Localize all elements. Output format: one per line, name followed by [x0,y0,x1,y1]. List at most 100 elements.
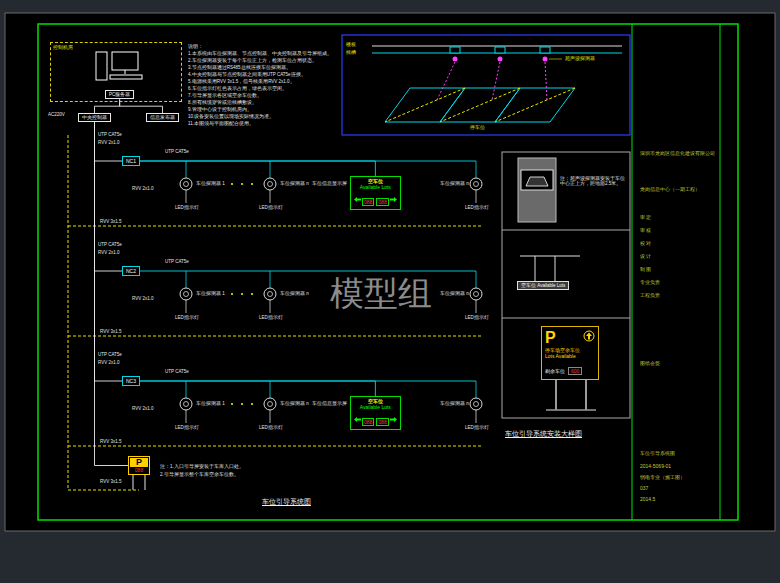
detector-core [184,292,189,297]
indicator-stem [186,190,187,203]
title-block-text: 龙岗信息中心（一期工程） [640,186,700,192]
bus-cable [136,271,476,272]
cable-connector [140,381,375,396]
detector-symbol [264,398,276,410]
title-block-text: 校 对 [640,240,651,246]
plan-label: 楼板 [346,42,356,47]
power-cable [68,446,482,447]
concrete-section [518,158,556,222]
row-wiring [68,381,482,446]
leader-line [549,59,562,60]
title-block-text: 制 图 [640,266,651,272]
node-text: 空车位 [354,398,397,404]
arrow-left [354,417,361,422]
node-controller: NC3 [122,376,140,386]
drawing-caption: 车位引导系统图 [262,498,311,506]
drop-cable [186,271,187,288]
ellipsis-dot [251,183,253,185]
detection-beam [437,62,455,100]
node-text: 剩余车位 [545,369,565,374]
design-note: 6.车位指示灯红色表示占用，绿色表示空闲。 [188,86,287,91]
drop-cable [476,381,477,398]
drawing-caption: 车位引导系统安装大样图 [505,430,582,438]
node-text: P [545,330,556,346]
arrow-right [390,417,397,422]
title-block-text: 设 计 [640,253,651,259]
wire-label: 车位探测器 n [280,401,309,406]
sheet [5,13,775,531]
ellipsis-dot [241,183,243,185]
indicator-stem [476,410,477,423]
design-note: 10.设备安装位置以现场实际情况为准。 [188,114,274,119]
node-text: 停车场空余车位 [545,347,595,353]
cable-connector [95,122,123,161]
wire-label: UTP CAT5e [98,132,122,137]
detector-symbol [540,47,550,53]
ellipsis-dot [241,403,243,405]
cable-connector [140,161,375,176]
detail-panel [502,152,630,418]
ellipsis-dot [251,293,253,295]
detector-core [184,182,189,187]
drop-cable [186,161,187,178]
detector-core [268,402,273,407]
node-text: 088 [362,418,374,426]
ellipsis-dot [231,293,233,295]
node-controller: NC2 [122,266,140,276]
design-note: 3.节点控制器通过RS485总线连接车位探测器。 [188,65,291,70]
node-text: 088 [362,198,374,206]
node-text: NC3 [126,377,136,385]
node-text: 空车位 Available Lots [521,283,565,288]
node-text: NC2 [126,267,136,275]
space-diagonal [495,88,575,122]
detector-symbol [470,398,482,410]
arrow-left [354,197,361,202]
design-note: 1.本系统由车位探测器、节点控制器、中央控制器及引导屏组成。 [188,51,332,56]
detector-symbol [180,178,192,190]
wire-label: 车位信息显示屏 [312,181,347,186]
wire-label: 车位探测器 1 [196,401,225,406]
detector-symbol [180,288,192,300]
hanger-rod [555,256,556,284]
node-text: NC1 [126,157,136,165]
wire-label: 车位探测器 n [440,401,469,406]
title-block-text: 弱电专业（施工图） [640,474,685,480]
node-text: P [130,458,148,467]
design-note: 11.本图须与平面图配合使用。 [188,121,254,126]
title-block-line [632,24,633,520]
drop-cable [476,161,477,178]
wire-label: LED指示灯 [465,425,489,430]
wire-label: 说明： [188,44,203,49]
monitor-stand [125,70,126,74]
wire-label: 车位探测器 1 [196,291,225,296]
equipment-box: 中央控制器 [78,113,111,122]
detector-symbol [470,178,482,190]
detector-symbol [180,398,192,410]
detector-dot [453,57,458,62]
wire-label: 注：1.入口引导屏安装于车库入口处。 [160,464,244,469]
sign-base [546,409,596,411]
node-text: 控制机房 [53,45,179,50]
title-block-text: 037 [640,485,648,491]
node-controller: NC1 [122,156,140,166]
install-note: 注：超声波探测器安装于车位中心正上方，距地面2.5米。 [560,176,626,187]
indicator-stem [270,300,271,313]
wire-label: LED指示灯 [175,425,199,430]
wire-label: LED指示灯 [465,315,489,320]
wire-label: 2.引导屏显示整个车库空余车位数。 [160,472,239,477]
detector-core [268,182,273,187]
keyboard [110,75,142,79]
design-note: 9.管理中心设于控制机房内。 [188,107,252,112]
panel-divider [502,318,630,319]
detector-symbol [470,288,482,300]
design-note: 2.车位探测器安装于每个车位正上方，检测车位占用状态。 [188,58,317,63]
wire-label: RVV 2x1.0 [98,360,119,365]
equipment-box: PC服务器 [105,90,134,99]
wire-label: RVV 3x1.5 [100,479,121,484]
guidance-sign: 空车位Available Lots088088 [350,176,401,210]
detector-dot [543,57,548,62]
wire-label: RVV 2x1.0 [98,250,119,255]
cable-connector [95,122,123,271]
title-block-text: 车位引导系统图 [640,450,675,456]
